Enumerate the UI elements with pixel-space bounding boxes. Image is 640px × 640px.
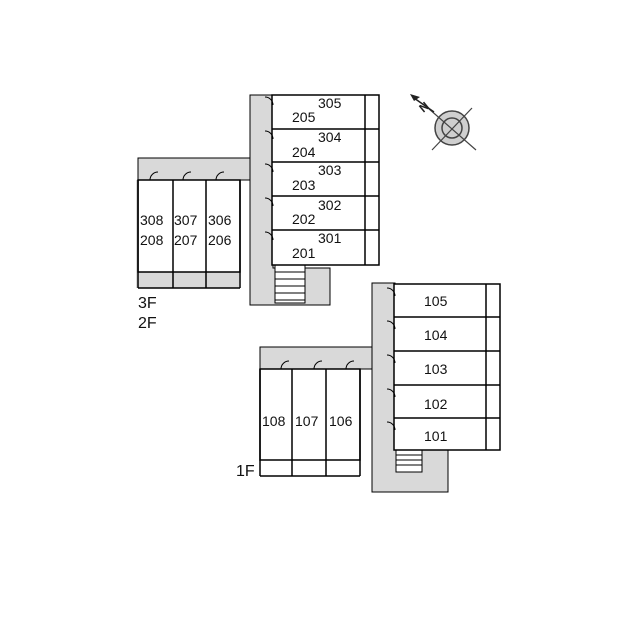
upper-left-unit: 306 206	[208, 212, 232, 248]
svg-text:208: 208	[140, 232, 164, 248]
ground-left-wing	[259, 360, 361, 477]
ground-left-unit: 107	[295, 413, 319, 429]
ground-right-wing	[386, 283, 501, 451]
svg-text:201: 201	[292, 245, 316, 261]
ground-right-unit: 101	[424, 428, 448, 444]
corridor-ground-left	[259, 346, 373, 370]
svg-text:306: 306	[208, 212, 232, 228]
floor-label-1f: 1F	[236, 463, 255, 480]
upper-left-unit: 308 208	[140, 212, 164, 248]
upper-left-wing	[137, 171, 241, 289]
ground-right-unit: 103	[424, 361, 448, 377]
svg-text:304: 304	[318, 129, 342, 145]
svg-text:207: 207	[174, 232, 198, 248]
stairs-ground	[395, 449, 423, 473]
svg-text:205: 205	[292, 109, 316, 125]
floor-label-2f: 2F	[138, 315, 157, 332]
svg-text:302: 302	[318, 197, 342, 213]
ground-right-unit: 104	[424, 327, 448, 343]
upper-right-wing	[264, 94, 380, 266]
upper-right-unit: 301 201	[292, 230, 342, 261]
svg-text:301: 301	[318, 230, 342, 246]
svg-text:307: 307	[174, 212, 198, 228]
upper-right-unit: 305 205	[292, 95, 342, 125]
upper-left-unit: 307 207	[174, 212, 198, 248]
upper-right-unit: 302 202	[292, 197, 342, 227]
svg-text:303: 303	[318, 162, 342, 178]
upper-right-unit: 303 203	[292, 162, 342, 193]
stairs-upper	[274, 264, 306, 304]
upper-right-unit: 304 204	[292, 129, 342, 160]
ground-left-unit: 108	[262, 413, 286, 429]
corridor-upper-left	[137, 157, 251, 181]
ground-left-unit: 106	[329, 413, 353, 429]
ground-right-unit: 102	[424, 396, 448, 412]
svg-text:206: 206	[208, 232, 232, 248]
svg-text:305: 305	[318, 95, 342, 111]
floor-label-3f: 3F	[138, 295, 157, 312]
svg-text:308: 308	[140, 212, 164, 228]
svg-text:202: 202	[292, 211, 316, 227]
compass-north-letter: N	[416, 99, 432, 115]
svg-text:203: 203	[292, 177, 316, 193]
ground-right-unit: 105	[424, 293, 448, 309]
compass-rose-icon: N	[410, 94, 477, 151]
svg-text:204: 204	[292, 144, 316, 160]
